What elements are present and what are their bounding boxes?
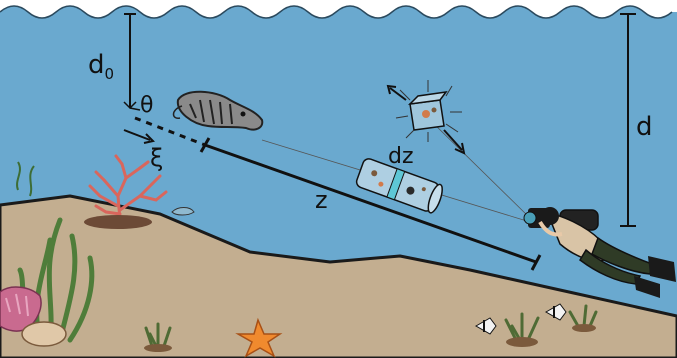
sea-plant-2-base	[506, 337, 538, 347]
label-z: z	[315, 186, 328, 214]
label-d: d	[636, 112, 653, 142]
sea-plant-3-base	[572, 324, 596, 332]
label-xi: ξ	[150, 144, 163, 172]
sea-plant-1-base	[144, 344, 172, 352]
label-dz: dz	[388, 144, 414, 169]
label-theta: θ	[140, 93, 153, 118]
red-coral-base	[84, 215, 152, 229]
